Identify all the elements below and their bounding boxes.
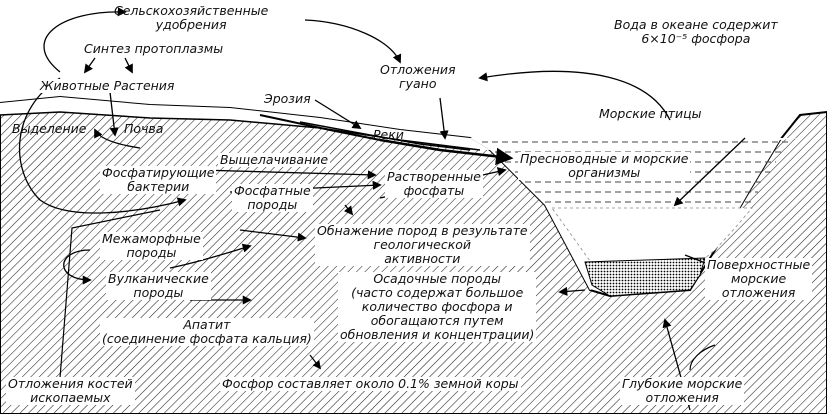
label-seabirds: Морские птицы xyxy=(599,106,702,121)
soil-band xyxy=(0,97,490,150)
label-leaching: Выщелачивание xyxy=(218,152,331,167)
label-apatite: Апатит(соединение фосфата кальция) xyxy=(100,317,314,346)
label-crust-phosphorus: Фосфор составляет около 0.1% земной коры xyxy=(220,376,521,391)
deep-marine-deposits-layer xyxy=(584,257,706,297)
label-excretion: Выделение xyxy=(12,121,87,136)
label-rivers: Реки xyxy=(373,127,404,142)
label-soil: Почва xyxy=(124,121,164,136)
label-erosion: Эрозия xyxy=(264,91,311,106)
surface-marine-deposits-layer xyxy=(551,207,753,269)
label-animals-plants: Животные Растения xyxy=(38,78,177,93)
label-protoplasm-synthesis: Синтез протоплазмы xyxy=(82,41,226,56)
